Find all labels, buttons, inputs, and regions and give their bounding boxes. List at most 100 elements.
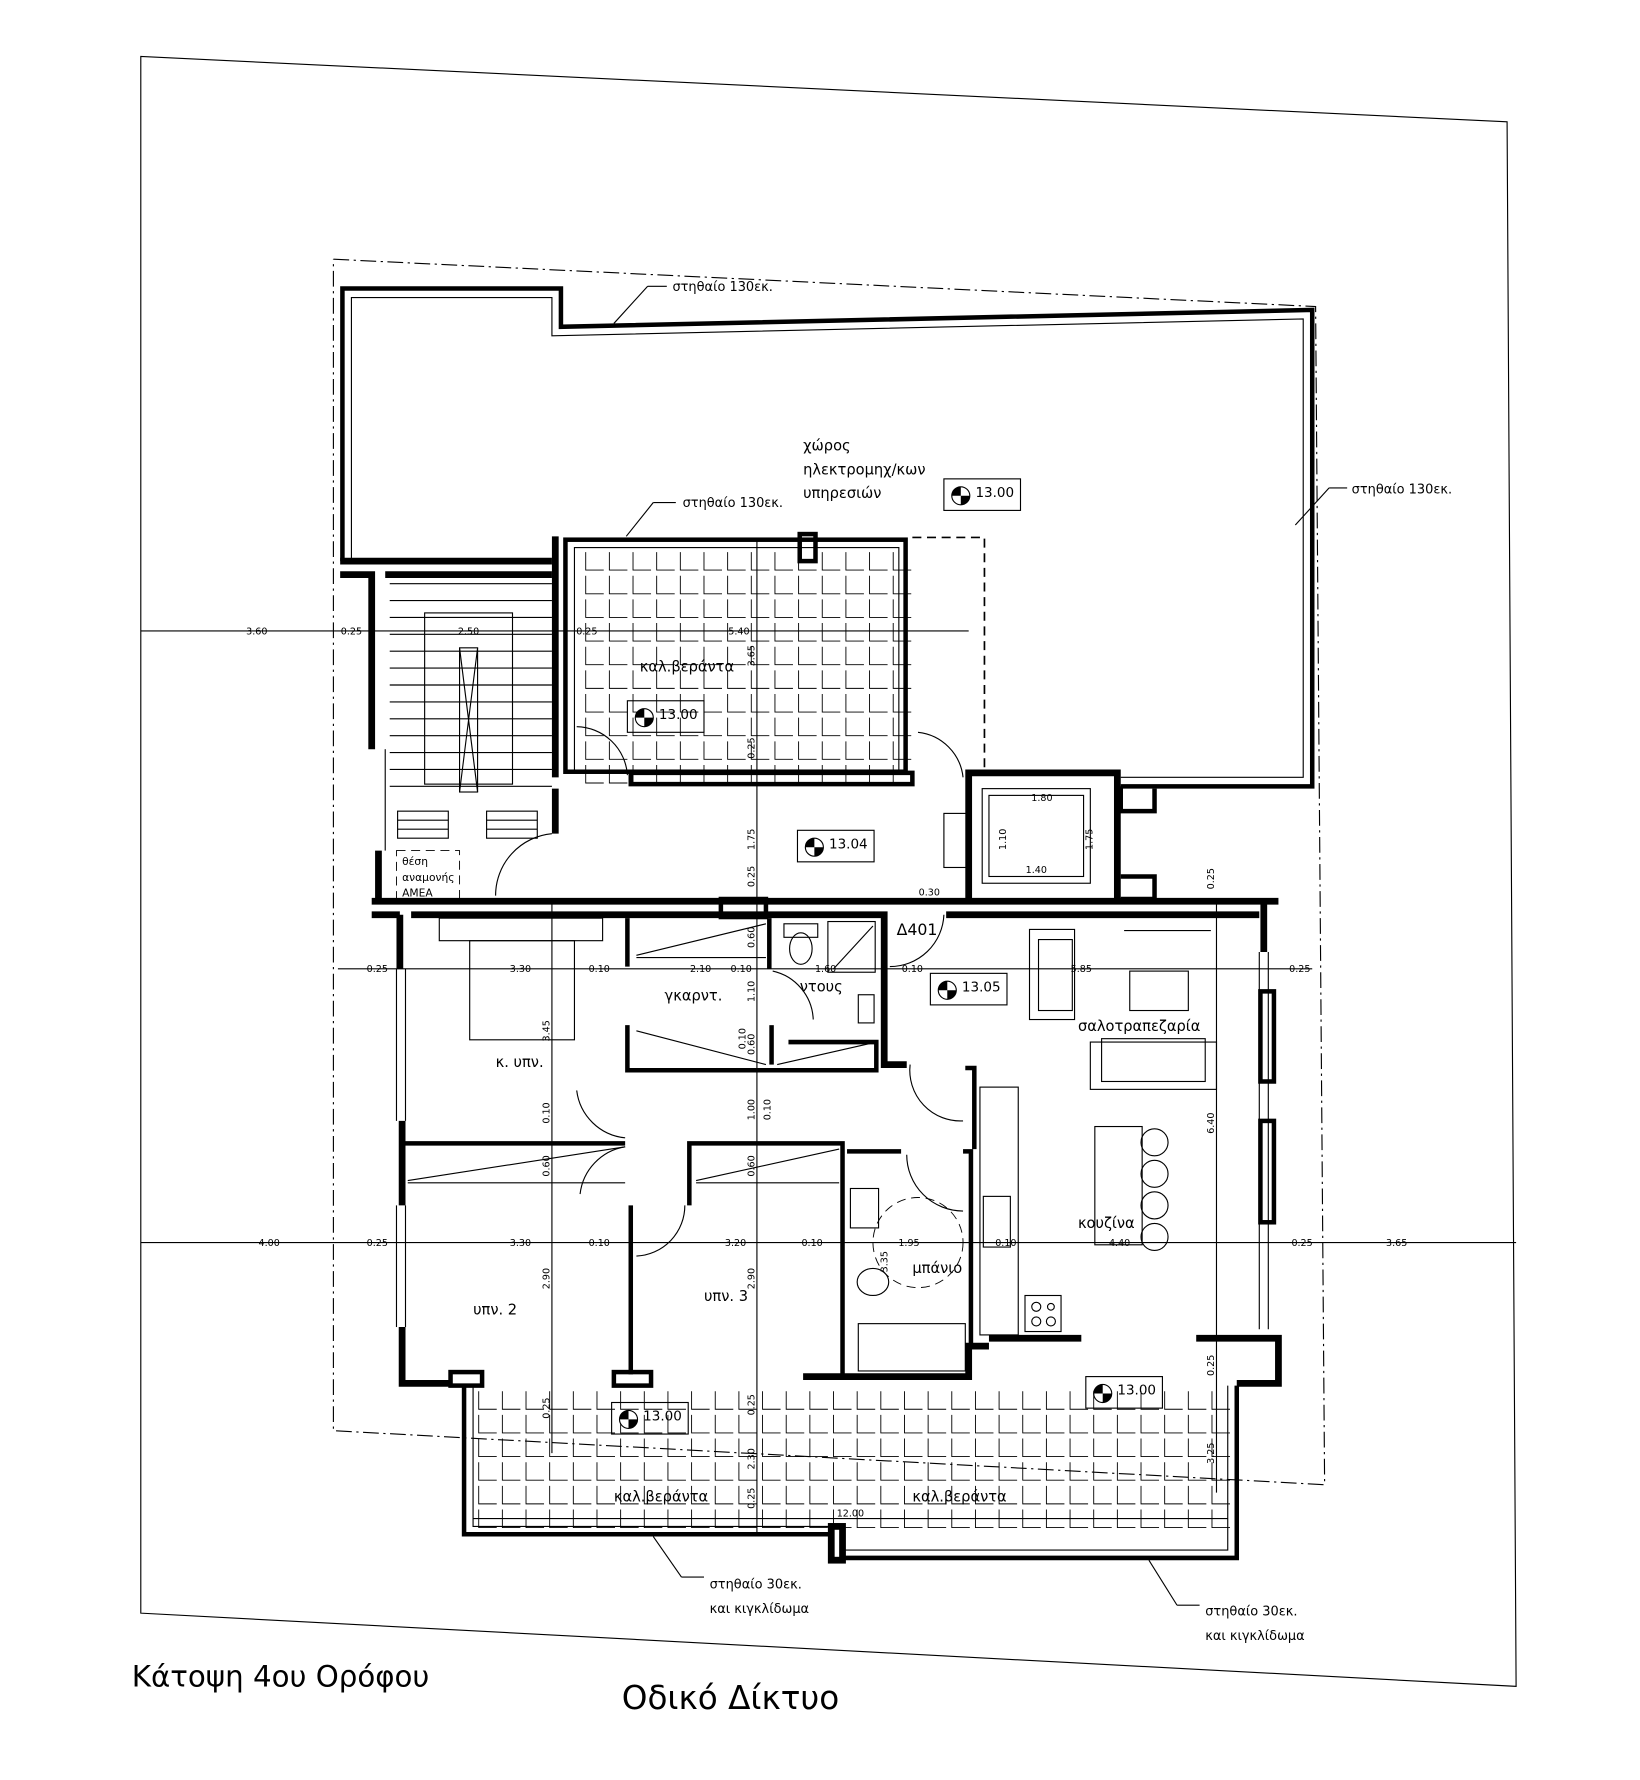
tile bbox=[1069, 1391, 1089, 1410]
level-value: 13.00 bbox=[659, 707, 698, 723]
tile bbox=[585, 575, 604, 595]
room-label-bath: μπάνιο bbox=[912, 1260, 962, 1277]
dimension-label: 0.10 bbox=[801, 1238, 822, 1249]
tile bbox=[478, 1391, 497, 1410]
dimension-label: 0.60 bbox=[747, 1155, 758, 1176]
dimension-label: 0.25 bbox=[576, 626, 597, 637]
tile bbox=[703, 694, 723, 713]
column bbox=[827, 1523, 846, 1564]
column bbox=[797, 531, 818, 564]
tile bbox=[880, 1438, 899, 1458]
veranda-bottom-parapet bbox=[461, 1385, 832, 1537]
tile bbox=[714, 1438, 734, 1458]
tile bbox=[703, 717, 723, 737]
dimension-label: 3.25 bbox=[1206, 1443, 1217, 1464]
tile bbox=[951, 1414, 970, 1434]
tile bbox=[798, 670, 817, 689]
tile bbox=[785, 1485, 805, 1505]
dimension-label: 0.60 bbox=[747, 927, 758, 948]
door-swing bbox=[906, 1154, 964, 1212]
exterior-wall bbox=[803, 1342, 989, 1380]
dimension-label: 2.10 bbox=[690, 964, 711, 975]
tile bbox=[549, 1462, 568, 1481]
room-label-services: χώρος bbox=[803, 438, 851, 455]
tile bbox=[727, 646, 746, 666]
tile bbox=[869, 646, 888, 666]
level-marker-living: 13.05 bbox=[929, 972, 1008, 1006]
tile bbox=[869, 717, 888, 737]
dimension-label: 4.00 bbox=[259, 1238, 280, 1249]
vent-grille bbox=[486, 810, 538, 839]
tile bbox=[750, 694, 770, 713]
tile bbox=[1140, 1485, 1160, 1505]
tile bbox=[798, 717, 817, 737]
tile bbox=[1069, 1462, 1089, 1481]
tile bbox=[501, 1391, 521, 1410]
tile bbox=[585, 670, 604, 689]
tile bbox=[1045, 1438, 1065, 1458]
tile bbox=[833, 1438, 852, 1458]
tile bbox=[1187, 1462, 1207, 1481]
tile bbox=[892, 646, 912, 666]
tile bbox=[880, 1485, 899, 1505]
tile bbox=[632, 717, 652, 737]
tile bbox=[845, 552, 864, 571]
tile bbox=[608, 741, 628, 760]
tile bbox=[998, 1462, 1018, 1481]
dimension-label: 0.25 bbox=[1291, 1238, 1312, 1249]
tile bbox=[727, 552, 746, 571]
tile bbox=[691, 1485, 710, 1505]
tile bbox=[620, 1438, 639, 1458]
door-swing bbox=[495, 833, 552, 896]
tile bbox=[833, 1485, 852, 1505]
tile bbox=[856, 1509, 876, 1528]
tile bbox=[1164, 1391, 1183, 1410]
terrace-parapet bbox=[340, 286, 1315, 789]
tile bbox=[1069, 1414, 1089, 1434]
tile bbox=[927, 1485, 947, 1505]
tile bbox=[1187, 1509, 1207, 1528]
dimension-lines bbox=[140, 538, 1517, 1533]
partition bbox=[687, 1141, 845, 1375]
tile bbox=[703, 646, 723, 666]
door-swing bbox=[636, 1205, 686, 1257]
door-swing bbox=[909, 1064, 964, 1122]
dimension-label: 0.10 bbox=[589, 964, 610, 975]
dimension-label: 6.40 bbox=[1206, 1113, 1217, 1134]
room-label-services: υπηρεσιών bbox=[803, 485, 881, 502]
tile bbox=[750, 741, 770, 760]
tile bbox=[632, 599, 652, 618]
tile bbox=[798, 575, 817, 595]
tile bbox=[998, 1414, 1018, 1434]
tile bbox=[727, 623, 746, 642]
tile bbox=[1164, 1414, 1183, 1434]
tile bbox=[478, 1485, 497, 1505]
tile bbox=[691, 1509, 710, 1528]
tile bbox=[1211, 1391, 1230, 1410]
parapet-note: στηθαίο 130εκ. bbox=[683, 496, 783, 511]
dimension-label: 0.25 bbox=[1206, 868, 1217, 889]
tile bbox=[1211, 1485, 1230, 1505]
veranda-bottom-rail bbox=[472, 1385, 832, 1527]
tile bbox=[845, 717, 864, 737]
tile bbox=[525, 1438, 545, 1458]
tile bbox=[1116, 1414, 1136, 1434]
tile bbox=[738, 1414, 757, 1434]
column bbox=[1258, 1118, 1277, 1225]
dimension-label: 3.30 bbox=[510, 1238, 531, 1249]
tile bbox=[904, 1438, 923, 1458]
lift-dimension: 1.40 bbox=[1026, 865, 1047, 876]
tile bbox=[951, 1391, 970, 1410]
tile bbox=[572, 1509, 592, 1528]
tile bbox=[620, 1509, 639, 1528]
tile bbox=[620, 1391, 639, 1410]
tile bbox=[596, 1391, 615, 1410]
tile bbox=[1164, 1509, 1183, 1528]
level-marker-veranda_top: 13.00 bbox=[626, 700, 705, 733]
tile bbox=[501, 1509, 521, 1528]
tile bbox=[927, 1462, 947, 1481]
tile bbox=[845, 694, 864, 713]
tile bbox=[656, 717, 675, 737]
tile bbox=[525, 1509, 545, 1528]
tile bbox=[667, 1414, 686, 1434]
